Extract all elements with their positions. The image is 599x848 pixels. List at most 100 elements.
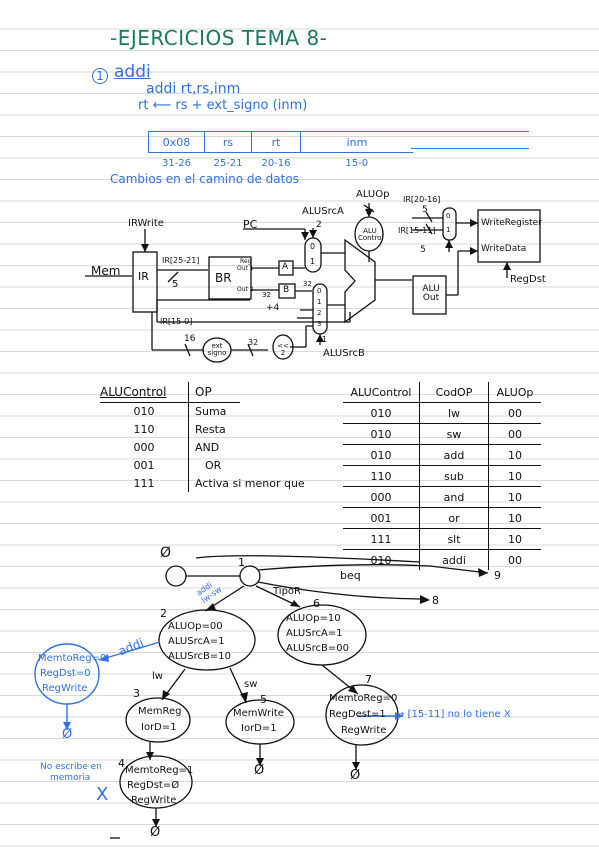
table-cell: 10 [488,528,541,550]
state-7-number: 7 [365,673,372,686]
memory-note: memoria [50,773,91,783]
state-2-line: ALUSrcA=1 [168,636,225,647]
table-cell: Activa si menor que [188,474,335,492]
state-7-next: Ø [350,768,361,783]
table-cell: 110 [370,469,392,483]
table-cell: or [419,507,489,529]
table-row: 010 sw 00 [343,423,541,445]
alucontrol-table: ALUControl OP 010 Suma 110 Resta 000 AND… [100,382,335,492]
table-header: ALUControl [100,385,167,399]
label-ext-signo: ext signo [207,342,227,357]
state-6-number: 6 [313,597,320,610]
to-state-9: 9 [494,569,501,582]
label-aluop: ALUOp [356,189,390,200]
state-2-line: ALUOp=00 [168,621,223,632]
label-mux-a-1: 1 [310,257,316,266]
table-header: OP [188,382,335,402]
table-cell: 00 [488,423,541,445]
state-0-label: Ø [160,545,172,561]
label-irwrite: IRWrite [128,218,164,229]
state-6-line: ALUSrcA=1 [286,628,343,639]
label-ir-150: IR[15-0] [160,317,193,326]
page-title: -EJERCICIOS TEMA 8- [110,26,328,50]
table-cell: 00 [488,549,541,570]
state-7-line: RegDest=1 [329,709,386,720]
state-5-line: MemWrite [233,708,284,719]
table-cell: addi [419,549,489,570]
format-field: inm [346,135,368,149]
state-5-line: IorD=1 [241,723,277,734]
table-row: 000 AND [100,438,335,456]
label-ir: IR [138,270,149,283]
table-cell: sw [419,423,489,445]
table-cell: 00 [488,402,541,424]
state-4-number: 4 [118,757,125,770]
to-state-8: 8 [432,594,439,607]
table-row: 000 and 10 [343,486,541,508]
table-cell: OR [188,456,335,474]
format-bits: 31-26 [161,157,192,169]
table-cell: lw [419,402,489,424]
table-row: 010 addi 00 [343,549,541,570]
format-line-right [411,131,529,149]
state-7-line: RegWrite [341,725,387,736]
table-cell: AND [188,438,335,456]
table-header: ALUOp [488,382,541,403]
label-mux-r-0: 0 [446,212,451,220]
state-4-next: Ø [150,825,161,840]
table-cell: 000 [133,440,155,454]
label-mux-b-2: 2 [317,309,322,317]
table-cell: Resta [188,420,335,438]
table-header: ALUControl [350,385,412,399]
table-row: 001 or 10 [343,507,541,529]
label-n32b: 32 [303,280,312,288]
state-7-note: → [15-11] no lo tiene X [396,709,511,720]
label-plus4: +4 [266,303,280,313]
label-n5a: 5 [172,279,179,290]
new-state-line: RegDst=0 [40,668,91,679]
table-cell: slt [419,528,489,550]
table-cell: Suma [188,402,335,420]
state-6-line: ALUOp=10 [286,613,341,624]
table-row: 111 Activa si menor que [100,474,335,492]
label-n2b: 2 [366,207,372,217]
instruction-syntax: addi rt,rs,inm [146,81,241,97]
state-2-number: 2 [160,607,167,620]
cross-mark: X [96,784,109,805]
format-bits: 15-0 [345,157,369,169]
table-cell: 10 [488,486,541,508]
new-state-next: Ø [62,727,73,742]
alucontrol-header-underline [100,402,240,403]
label-aluout: ALU Out [422,284,440,303]
table-header: CodOP [419,382,489,403]
state-4-line: MemtoReg=1 [125,765,194,776]
lw-label: lw [152,671,163,682]
label-n1: 1 [322,335,328,344]
label-n5b: 5 [422,205,428,215]
label-shift: << 2 [277,342,289,357]
tipor-label: TipoR [273,586,301,597]
state-5-number: 5 [260,693,267,706]
state-2-line: ALUSrcB=10 [168,651,231,662]
label-mem: Mem [91,264,121,278]
format-bits: 25-21 [213,157,243,169]
table-row: 111 slt 10 [343,528,541,550]
table-row: 110 Resta [100,420,335,438]
label-br: BR [215,271,232,285]
table-cell: 010 [370,427,392,441]
state-4-line: RegDst=Ø [127,780,180,791]
format-bits: 20-16 [261,157,291,169]
datapath-heading: Cambios en el camino de datos [110,172,299,186]
label-ir-2016: IR[20-16] [403,195,441,204]
label-ir-1511: IR[15-11] [398,226,436,235]
table-cell: 010 [370,448,392,462]
table-row: 010 add 10 [343,444,541,466]
label-br-reg: Reg [240,258,252,265]
label-ir-2521: IR[25-21] [162,256,200,265]
format-field: 0x08 [148,131,205,153]
instruction-format: 0x08 rs rt inm 31-26 25-21 20-16 15-0 [148,131,413,173]
memory-note: No escribe en [40,762,102,772]
label-mux-r-1: 1 [446,226,451,234]
